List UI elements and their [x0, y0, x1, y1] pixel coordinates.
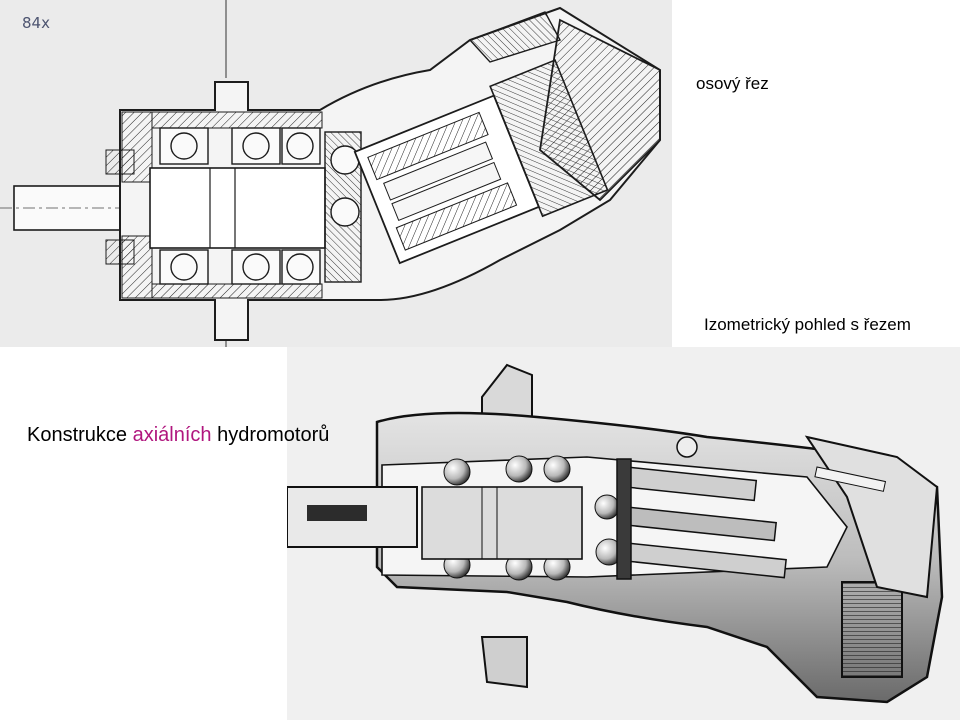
title-text-start: Konstrukce — [27, 424, 133, 446]
isometric-view-label: Izometrický pohled s řezem — [704, 315, 911, 334]
axial-section-drawing: 84x — [0, 0, 672, 347]
slide-title: Konstrukce axiálních hydromotorů — [27, 424, 329, 447]
isometric-cutaway-image — [287, 347, 960, 720]
axial-section-label: osový řez — [696, 74, 769, 93]
title-accent-word: axiálních — [132, 424, 212, 446]
title-text-end: hydromotorů — [211, 424, 330, 446]
hand-note: 84x — [22, 14, 50, 32]
